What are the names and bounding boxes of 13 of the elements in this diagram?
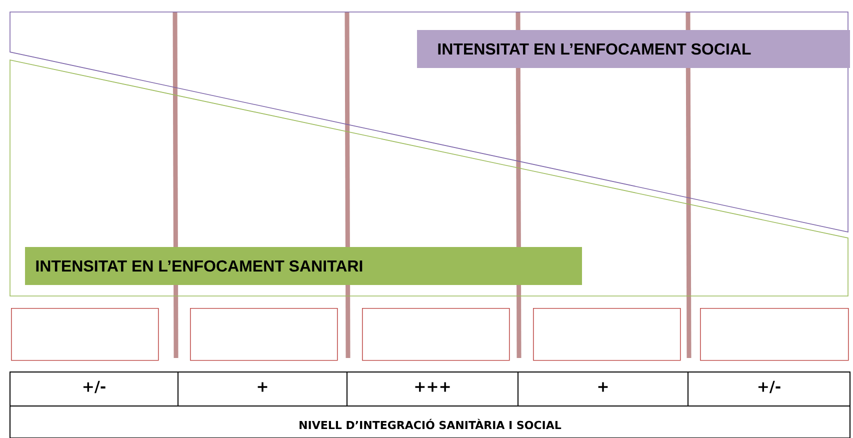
empty-box: [190, 308, 338, 361]
social-band: INTENSITAT EN L’ENFOCAMENT SOCIAL: [10, 12, 850, 232]
health-band: INTENSITAT EN L’ENFOCAMENT SANITARI: [10, 60, 848, 296]
table-cell: +++: [415, 382, 450, 392]
empty-box: [362, 308, 510, 361]
table-cell: +/-: [83, 380, 106, 394]
axis-title: NIVELL D’INTEGRACIÓ SANITÀRIA I SOCIAL: [300, 418, 562, 430]
table-cell: +: [598, 382, 608, 392]
table-cell: +/-: [758, 380, 780, 394]
empty-box: [11, 308, 159, 361]
empty-box: [533, 308, 681, 361]
table-cell: +: [258, 382, 268, 392]
empty-box: [700, 308, 849, 361]
